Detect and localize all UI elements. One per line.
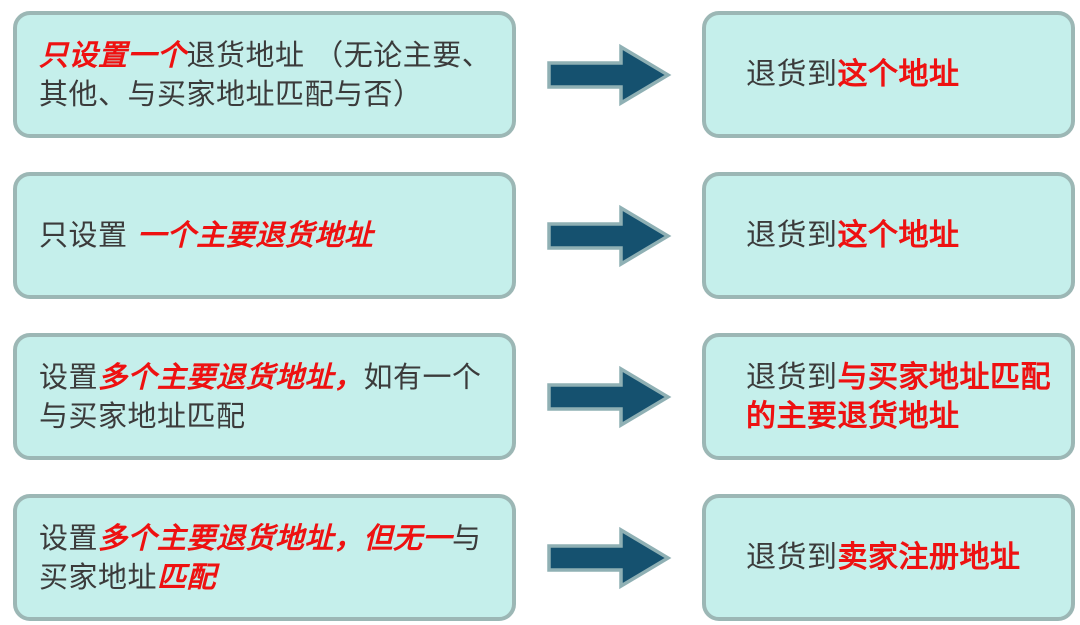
- text-segment: 只设置: [39, 218, 138, 253]
- text-segment: 退货地址 （无论主要、其他、与买家地址匹配与否）: [39, 38, 492, 111]
- arrow-right-icon: [547, 365, 672, 428]
- arrow-cell: [516, 204, 702, 268]
- result-text: 退货到这个地址: [746, 216, 960, 255]
- text-segment: 退货到: [746, 218, 838, 253]
- text-segment: 设置: [39, 521, 99, 556]
- text-segment: 多个主要退货地址，: [98, 360, 364, 395]
- result-box-1: 退货到这个地址: [702, 11, 1075, 138]
- text-segment: 一个主要退货地址: [137, 218, 374, 253]
- condition-box-1: 只设置一个退货地址 （无论主要、其他、与买家地址匹配与否）: [13, 11, 516, 138]
- condition-text: 只设置一个退货地址 （无论主要、其他、与买家地址匹配与否）: [39, 36, 492, 113]
- condition-box-3: 设置多个主要退货地址，如有一个与买家地址匹配: [13, 333, 516, 460]
- arrow-right-icon: [547, 204, 672, 267]
- result-text: 退货到这个地址: [746, 55, 960, 94]
- result-box-3: 退货到与买家地址匹配的主要退货地址: [702, 333, 1075, 460]
- text-segment: 这个地址: [837, 57, 960, 92]
- text-segment: 这个地址: [837, 218, 960, 253]
- arrow-cell: [516, 365, 702, 429]
- condition-box-2: 只设置 一个主要退货地址: [13, 172, 516, 299]
- result-box-4: 退货到卖家注册地址: [702, 494, 1075, 621]
- result-box-2: 退货到这个地址: [702, 172, 1075, 299]
- text-segment: 退货到: [746, 359, 838, 395]
- result-text: 退货到卖家注册地址: [746, 538, 1021, 577]
- text-segment: 与买家地址: [39, 521, 482, 594]
- arrow-cell: [516, 43, 702, 107]
- flow-row-2: 只设置 一个主要退货地址 退货到这个地址: [13, 172, 1075, 299]
- arrow-right-icon: [547, 43, 672, 106]
- arrow-right-icon: [547, 526, 672, 589]
- flow-row-3: 设置多个主要退货地址，如有一个与买家地址匹配 退货到与买家地址匹配的主要退货地址: [13, 333, 1075, 460]
- text-segment: 如有一个与买家地址匹配: [39, 360, 482, 433]
- condition-box-4: 设置多个主要退货地址，但无一与买家地址匹配: [13, 494, 516, 621]
- text-segment: 退货到: [746, 57, 838, 92]
- flow-row-4: 设置多个主要退货地址，但无一与买家地址匹配 退货到卖家注册地址: [13, 494, 1075, 621]
- text-segment: 只设置一个: [39, 38, 187, 73]
- text-segment: 设置: [39, 360, 99, 395]
- arrow-cell: [516, 526, 702, 590]
- condition-text: 只设置 一个主要退货地址: [39, 216, 373, 254]
- text-segment: 卖家注册地址: [837, 540, 1021, 575]
- condition-text: 设置多个主要退货地址，如有一个与买家地址匹配: [39, 358, 492, 435]
- text-segment: 退货到: [746, 540, 838, 575]
- text-segment: 与买家地址匹配的主要退货地址: [746, 359, 1051, 434]
- condition-text: 设置多个主要退货地址，但无一与买家地址匹配: [39, 519, 492, 596]
- flow-row-1: 只设置一个退货地址 （无论主要、其他、与买家地址匹配与否） 退货到这个地址: [13, 11, 1075, 138]
- text-segment: 多个主要退货地址，但无一: [98, 521, 453, 556]
- text-segment: 匹配: [157, 559, 217, 594]
- result-text: 退货到与买家地址匹配的主要退货地址: [746, 358, 1053, 436]
